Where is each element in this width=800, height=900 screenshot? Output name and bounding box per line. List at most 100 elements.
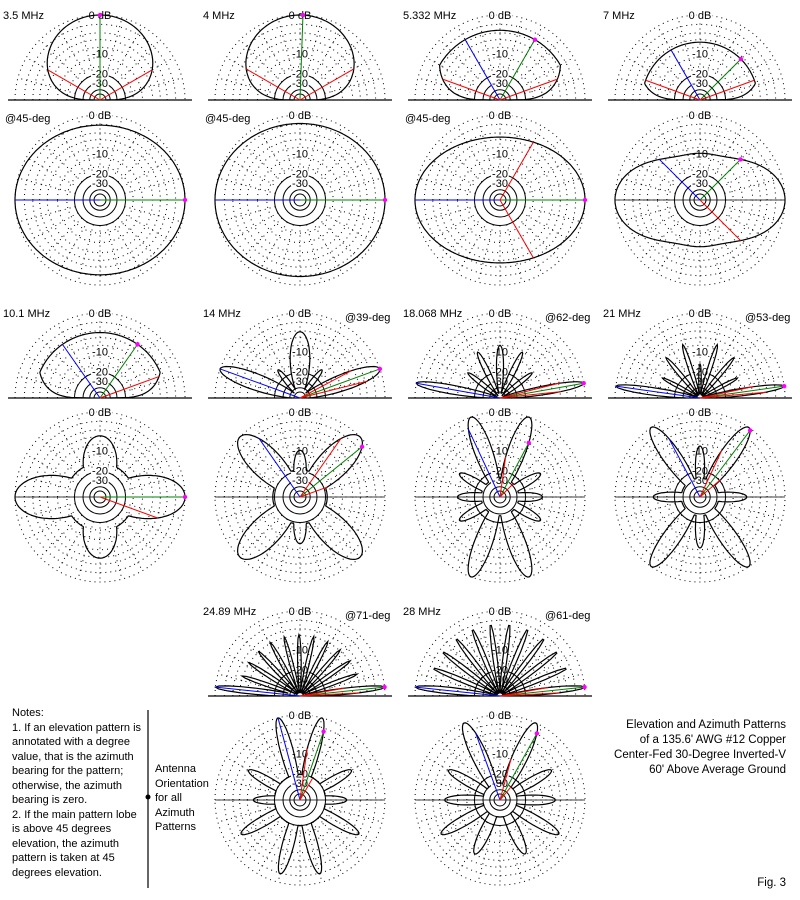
notes-title: Notes: (12, 707, 44, 719)
db-ring-label: -10 (492, 346, 508, 358)
azimuth-grid-ring (439, 139, 561, 261)
azimuth-radial (117, 217, 161, 261)
azimuth-radial (121, 212, 174, 243)
red-bearing-line (699, 479, 721, 498)
db-ring-label: -30 (92, 475, 108, 487)
db-ring-label: -10 (492, 748, 508, 760)
db-ring-label: -30 (292, 78, 308, 90)
db-ring-label: -10 (92, 346, 108, 358)
blue-bearing-line (277, 717, 301, 801)
zero-db-label: 0 dB (689, 110, 712, 122)
elevation-grid-ring (432, 628, 568, 697)
red-bearing-line (47, 69, 101, 101)
green-bearing-line (699, 430, 751, 498)
db-ring-label: -10 (292, 346, 308, 358)
azimuth-pattern (236, 433, 364, 561)
azimuth-radial (277, 224, 294, 283)
max-gain-marker (738, 56, 744, 62)
frequency-label: 28 MHz (403, 606, 441, 618)
azimuth-radial (121, 157, 174, 188)
zero-db-label: 0 dB (489, 407, 512, 419)
elevation-radial (317, 635, 361, 679)
red-bearing-line (499, 758, 512, 801)
azimuth-radial (417, 206, 476, 223)
blue-bearing-line (615, 385, 701, 399)
db-ring-label: -10 (492, 445, 508, 457)
azimuth-radial (239, 739, 283, 783)
db-ring-label: -20 (292, 169, 308, 181)
azimuth-radial (317, 739, 361, 783)
azimuth-radial (426, 509, 479, 540)
azimuth-radial (239, 817, 283, 861)
db-ring-label: -20 (692, 169, 708, 181)
azimuth-radial (57, 221, 88, 274)
azimuth-radial (521, 812, 574, 843)
azimuth-radial (39, 139, 83, 183)
green-bearing-line (299, 368, 381, 399)
red-bearing-line (499, 692, 560, 697)
azimuth-radial (312, 518, 343, 571)
max-gain-marker (359, 444, 365, 449)
azimuth-grid-ring (39, 139, 161, 261)
elevation-radial (639, 39, 683, 83)
zero-db-label: 0 dB (689, 10, 712, 22)
notes: Notes: 1. If an elevation pattern is ann… (12, 706, 147, 880)
red-bearing-line (299, 486, 328, 498)
elevation-radial (317, 337, 361, 381)
azimuth-radial (312, 221, 343, 274)
caption-line: Elevation and Azimuth Patterns (626, 719, 786, 731)
elevation-radial (277, 17, 294, 76)
azimuth-radial (26, 212, 79, 243)
db-ring-label: -30 (292, 376, 308, 388)
azimuth-radial (226, 454, 279, 485)
elevation-db-ring (482, 380, 518, 399)
azimuth-pattern (14, 435, 186, 559)
max-gain-marker (526, 440, 531, 446)
red-bearing-line (299, 438, 342, 498)
elevation-radial (717, 337, 761, 381)
elevation-grid-ring (32, 330, 168, 399)
azimuth-radial (317, 514, 361, 558)
blue-bearing-line (219, 368, 301, 399)
db-ring-label: -30 (492, 78, 508, 90)
elevation-pattern (415, 344, 585, 399)
azimuth-radial (124, 206, 183, 223)
elevation-radial (312, 26, 343, 79)
db-ring-label: -20 (292, 367, 308, 379)
azimuth-radial (217, 806, 276, 823)
azimuth-radial (712, 221, 743, 274)
azimuth-radial (77, 414, 94, 473)
db-ring-label: -30 (92, 376, 108, 388)
azimuth-radial (121, 454, 174, 485)
azimuth-radial (312, 821, 343, 874)
azimuth-radial (426, 212, 479, 243)
azimuth-radial (417, 806, 476, 823)
azimuth-radial (426, 757, 479, 788)
max-gain-marker (321, 729, 326, 734)
blue-bearing-line (659, 159, 701, 201)
db-ring-label: -30 (292, 178, 308, 190)
db-ring-label: -30 (492, 475, 508, 487)
azimuth-radial (457, 126, 488, 179)
elevation-radial (77, 17, 94, 76)
elevation-radial (439, 39, 483, 83)
azimuth-pattern (614, 152, 786, 248)
azimuth-radial (717, 514, 761, 558)
green-bearing-line (499, 733, 538, 801)
elevation-pattern (214, 632, 386, 697)
azimuth-radial (317, 436, 361, 480)
azimuth-grid-ring (239, 436, 361, 558)
elevation-radial (517, 39, 561, 83)
red-bearing-line (699, 450, 723, 498)
green-bearing-line (99, 344, 138, 399)
azimuth-radial (257, 821, 288, 874)
elevation-radial (639, 337, 683, 381)
azimuth-radial (257, 518, 288, 571)
elevation-pattern (39, 332, 161, 399)
db-ring-label: -10 (92, 148, 108, 160)
elevation-grid-ring (632, 32, 768, 101)
elevation-radial (57, 324, 88, 377)
red-bearing-line (245, 68, 301, 101)
elevation-radial (617, 375, 676, 392)
